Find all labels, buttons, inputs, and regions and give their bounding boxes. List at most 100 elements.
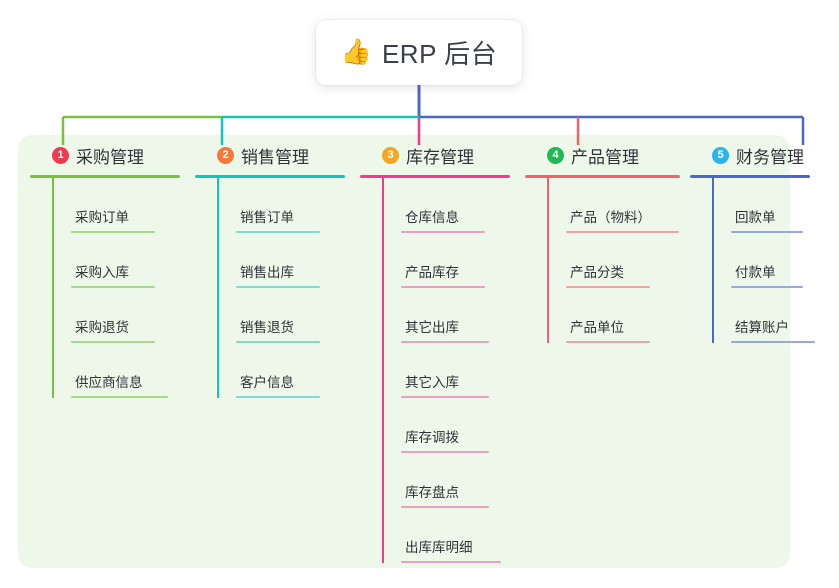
- branch-rule-1: [30, 175, 180, 178]
- branch-item-label: 销售出库: [240, 265, 294, 280]
- branch-item-label: 采购入库: [75, 265, 129, 280]
- branch-item[interactable]: 其它出库: [382, 288, 510, 343]
- branch-item[interactable]: 采购订单: [52, 178, 180, 233]
- branch-item-label: 出库库明细: [405, 540, 473, 555]
- branch-item[interactable]: 采购退货: [52, 288, 180, 343]
- branch-item-label: 产品单位: [570, 320, 624, 335]
- branch-item[interactable]: 客户信息: [217, 343, 345, 398]
- branch-item-label: 库存盘点: [405, 485, 459, 500]
- branch-title-2: 销售管理: [241, 147, 309, 167]
- root-node[interactable]: 👍 ERP 后台: [316, 20, 522, 85]
- branch-children-1: 采购订单采购入库采购退货供应商信息: [30, 178, 180, 398]
- branch-item[interactable]: 库存盘点: [382, 453, 510, 508]
- branch-column-5: 5 财务管理回款单付款单结算账户: [690, 142, 815, 343]
- branch-item[interactable]: 销售退货: [217, 288, 345, 343]
- branch-item-rule: [71, 286, 155, 288]
- branch-item-rule: [71, 231, 155, 233]
- branch-item-rule: [731, 231, 803, 233]
- branch-trunk-3: [382, 178, 384, 563]
- branch-item-rule: [236, 286, 320, 288]
- branch-item-label: 其它出库: [405, 320, 459, 335]
- branch-item-label: 其它入库: [405, 375, 459, 390]
- branch-item[interactable]: 回款单: [712, 178, 810, 233]
- branch-item-label: 客户信息: [240, 375, 294, 390]
- branch-badge-4: 4: [547, 146, 564, 164]
- branch-item[interactable]: 产品（物料）: [547, 178, 680, 233]
- branch-item[interactable]: 出库库明细: [382, 508, 510, 563]
- branch-item-label: 供应商信息: [75, 375, 143, 390]
- branch-item-rule: [401, 231, 485, 233]
- branch-item-rule: [731, 341, 815, 343]
- branch-item[interactable]: 付款单: [712, 233, 810, 288]
- branch-trunk-5: [712, 178, 714, 343]
- branch-rule-3: [360, 175, 510, 178]
- branch-item-rule: [236, 231, 320, 233]
- branch-item-rule: [236, 396, 320, 398]
- branch-item[interactable]: 采购入库: [52, 233, 180, 288]
- branch-item-label: 付款单: [735, 265, 776, 280]
- branch-column-3: 3 库存管理仓库信息产品库存其它出库其它入库库存调拨库存盘点出库库明细: [360, 142, 510, 563]
- branch-title-4: 产品管理: [571, 147, 639, 167]
- branch-item[interactable]: 产品分类: [547, 233, 680, 288]
- branch-item[interactable]: 销售订单: [217, 178, 345, 233]
- branch-item-label: 回款单: [735, 210, 776, 225]
- branch-rule-2: [195, 175, 345, 178]
- root-node-title: ERP 后台: [381, 39, 498, 69]
- branch-item-rule: [401, 341, 489, 343]
- branch-item-label: 采购订单: [75, 210, 129, 225]
- branch-item-rule: [401, 396, 489, 398]
- branch-item-rule: [566, 341, 650, 343]
- branch-children-2: 销售订单销售出库销售退货客户信息: [195, 178, 345, 398]
- branch-children-5: 回款单付款单结算账户: [690, 178, 815, 343]
- branch-trunk-1: [52, 178, 54, 398]
- branch-item-label: 库存调拨: [405, 430, 459, 445]
- branch-header-4[interactable]: 4 产品管理: [525, 142, 680, 168]
- branch-title-1: 采购管理: [76, 147, 144, 167]
- branch-item-label: 销售退货: [240, 320, 294, 335]
- branch-item-rule: [71, 396, 168, 398]
- branch-item-rule: [401, 286, 485, 288]
- branch-item[interactable]: 产品单位: [547, 288, 680, 343]
- branch-item[interactable]: 仓库信息: [382, 178, 510, 233]
- diagram-panel: [18, 135, 790, 568]
- branch-title-3: 库存管理: [406, 147, 474, 167]
- branch-item[interactable]: 其它入库: [382, 343, 510, 398]
- branch-item-rule: [731, 286, 803, 288]
- branch-rule-5: [690, 175, 810, 178]
- branch-badge-3: 3: [382, 146, 399, 164]
- branch-trunk-4: [547, 178, 549, 343]
- branch-item-rule: [566, 286, 650, 288]
- branch-item-label: 销售订单: [240, 210, 294, 225]
- branch-item[interactable]: 销售出库: [217, 233, 345, 288]
- branch-children-3: 仓库信息产品库存其它出库其它入库库存调拨库存盘点出库库明细: [360, 178, 510, 563]
- branch-header-2[interactable]: 2 销售管理: [195, 142, 345, 168]
- branch-children-4: 产品（物料） 产品分类产品单位: [525, 178, 680, 343]
- branch-header-3[interactable]: 3 库存管理: [360, 142, 510, 168]
- thumbs-up-icon: 👍: [340, 38, 372, 66]
- branch-item[interactable]: 供应商信息: [52, 343, 180, 398]
- branch-item-rule: [401, 506, 489, 508]
- branch-item-rule: [401, 561, 501, 563]
- branch-item-rule: [236, 341, 320, 343]
- branch-title-5: 财务管理: [736, 147, 804, 167]
- branch-item[interactable]: 库存调拨: [382, 398, 510, 453]
- branch-badge-5: 5: [712, 146, 729, 164]
- branch-badge-2: 2: [217, 146, 234, 164]
- branch-item-label: 结算账户: [735, 320, 789, 335]
- branch-item-label: 产品分类: [570, 265, 624, 280]
- branch-rule-4: [525, 175, 680, 178]
- branch-item-rule: [566, 231, 679, 233]
- branch-item[interactable]: 产品库存: [382, 233, 510, 288]
- branch-trunk-2: [217, 178, 219, 398]
- branch-column-4: 4 产品管理产品（物料） 产品分类产品单位: [525, 142, 680, 343]
- branch-item[interactable]: 结算账户: [712, 288, 815, 343]
- branch-item-label: 产品库存: [405, 265, 459, 280]
- branch-header-5[interactable]: 5 财务管理: [690, 142, 810, 168]
- branch-item-rule: [401, 451, 489, 453]
- branch-item-label: 仓库信息: [405, 210, 459, 225]
- branch-item-rule: [71, 341, 155, 343]
- branch-column-2: 2 销售管理销售订单销售出库销售退货客户信息: [195, 142, 345, 398]
- branch-item-label: 产品（物料）: [570, 210, 651, 225]
